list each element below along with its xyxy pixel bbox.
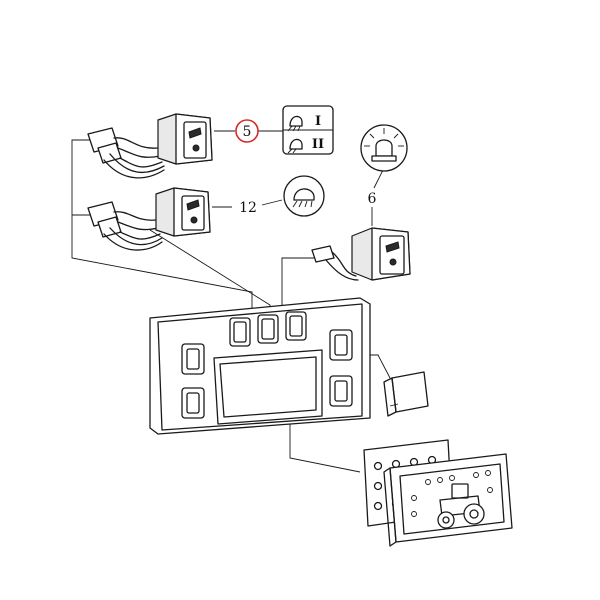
headlight-icon: [292, 188, 315, 208]
leader-switch-5-to-console: [71, 139, 253, 330]
right-switch-slots: [329, 329, 353, 407]
switch-slot: [257, 314, 279, 344]
symbol-panel-work-lights: I II: [282, 105, 334, 155]
rocker-switch-5[interactable]: [157, 113, 213, 165]
callout-5[interactable]: 5: [235, 119, 259, 143]
rocker-dot: [192, 144, 200, 152]
cluster-side: [383, 467, 397, 547]
blanking-cover[interactable]: [383, 371, 429, 417]
warning-lamp-icons: [411, 470, 493, 517]
callout-ring-highlight: [235, 119, 259, 143]
cover-face: [391, 371, 429, 413]
level-1-label: I: [315, 114, 321, 129]
cover-side: [383, 377, 397, 417]
rocker-indicator: [385, 241, 400, 253]
console-inner-edge: [157, 303, 363, 431]
symbol-panel-headlight: [283, 175, 325, 217]
connector-plug: [311, 245, 335, 263]
switch-slot: [285, 311, 307, 341]
callout-number-12: 12: [239, 200, 257, 216]
callout-12[interactable]: 12: [239, 200, 257, 216]
wiring-beacon-switch: [311, 245, 359, 281]
switch-rocker: [181, 195, 205, 231]
rotating-beacon-icon: [364, 128, 404, 162]
level-2-label: II: [312, 137, 324, 152]
callout-6[interactable]: 6: [368, 191, 377, 207]
left-switch-slots: [181, 343, 205, 419]
switch-rocker: [379, 235, 405, 275]
work-light-icon: [287, 115, 303, 132]
dashboard-console: [149, 297, 371, 435]
tractor-icon: [437, 483, 485, 529]
switch-rocker: [183, 121, 207, 159]
rocker-switch-12[interactable]: [155, 187, 211, 237]
rocker-switch-6[interactable]: [351, 227, 411, 281]
leader-beacon-panel: [373, 169, 384, 189]
top-switch-slots: [229, 311, 307, 347]
rocker-dot: [190, 216, 198, 224]
instrument-cluster[interactable]: [363, 439, 513, 547]
display-window: [213, 349, 323, 425]
display-window-inner: [219, 356, 317, 418]
rocker-dot: [389, 258, 397, 266]
symbol-panel-beacon: [360, 124, 408, 172]
callout-number-6: 6: [368, 191, 377, 207]
work-light-icon: [287, 138, 303, 154]
cluster-face-inner: [399, 463, 505, 535]
rocker-indicator: [186, 199, 200, 211]
symbol-disc: [283, 175, 325, 217]
wiring-harness-switch-5: [87, 127, 165, 179]
switch-slot: [229, 317, 251, 347]
wiring-harness-switch-12: [87, 201, 163, 251]
callout-number-5: 5: [243, 124, 252, 140]
leader-callout-12-to-panel: [261, 199, 283, 206]
rocker-indicator: [188, 127, 202, 139]
